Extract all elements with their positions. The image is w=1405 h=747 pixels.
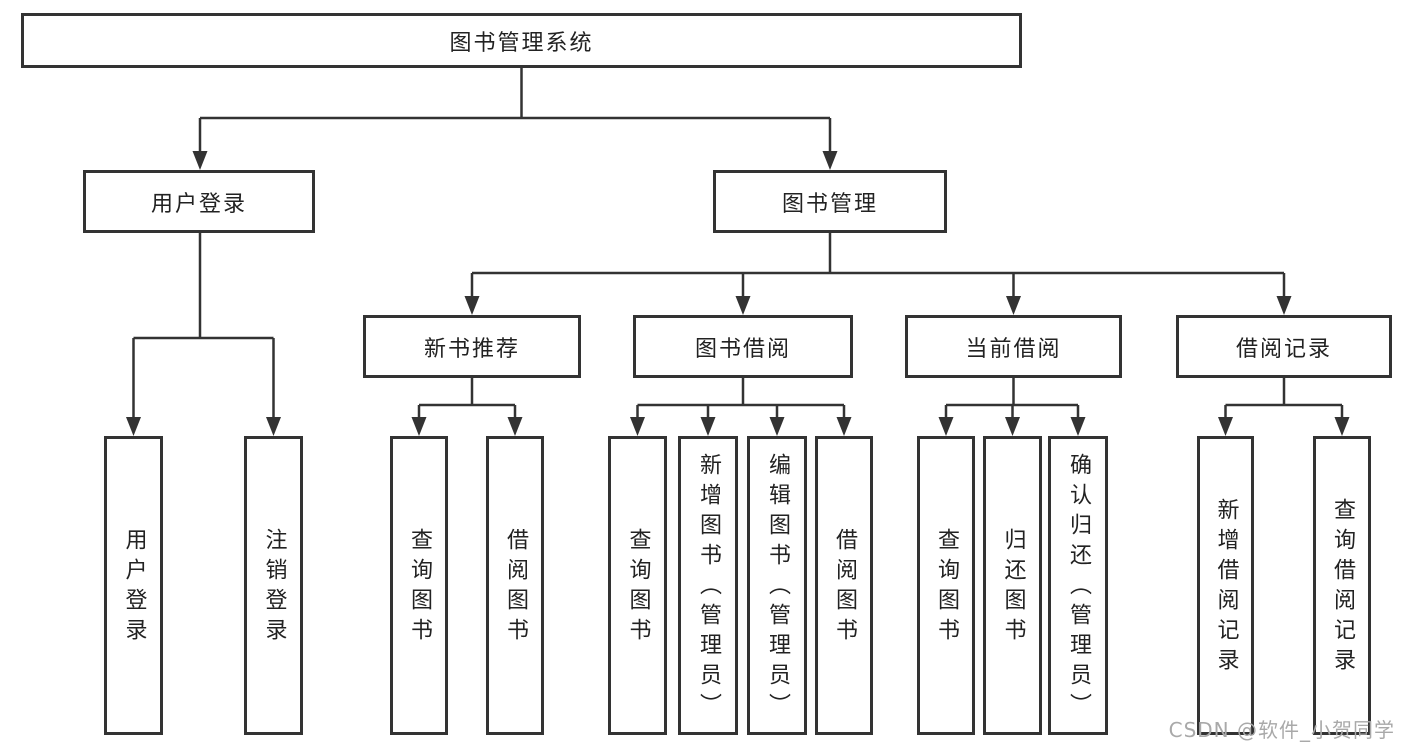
leaf-add-borrow-record: 新增借阅记录	[1197, 436, 1254, 735]
leaf-query-books-current: 查询图书	[917, 436, 975, 735]
node-current-borrowing: 当前借阅	[905, 315, 1122, 378]
leaf-add-books-admin: 新增图书（管理员）	[678, 436, 738, 735]
leaf-user-login: 用户登录	[104, 436, 163, 735]
leaf-borrow-books: 借阅图书	[815, 436, 873, 735]
leaf-query-books-borrow: 查询图书	[608, 436, 667, 735]
csdn-watermark: CSDN @软件_小贺同学	[1168, 718, 1395, 742]
leaf-query-books-recommend: 查询图书	[390, 436, 448, 735]
leaf-confirm-return-admin: 确认归还（管理员）	[1048, 436, 1108, 735]
node-user-login: 用户登录	[83, 170, 315, 233]
leaf-return-books: 归还图书	[983, 436, 1042, 735]
node-borrowing-records: 借阅记录	[1176, 315, 1392, 378]
node-library-management-system: 图书管理系统	[21, 13, 1022, 68]
node-book-borrowing: 图书借阅	[633, 315, 853, 378]
leaf-edit-books-admin: 编辑图书（管理员）	[747, 436, 807, 735]
node-book-management: 图书管理	[713, 170, 947, 233]
leaf-query-borrow-record: 查询借阅记录	[1313, 436, 1371, 735]
leaf-borrow-books-recommend: 借阅图书	[486, 436, 544, 735]
arrowheads	[126, 151, 1350, 436]
leaf-logout: 注销登录	[244, 436, 303, 735]
node-new-book-recommendation: 新书推荐	[363, 315, 581, 378]
